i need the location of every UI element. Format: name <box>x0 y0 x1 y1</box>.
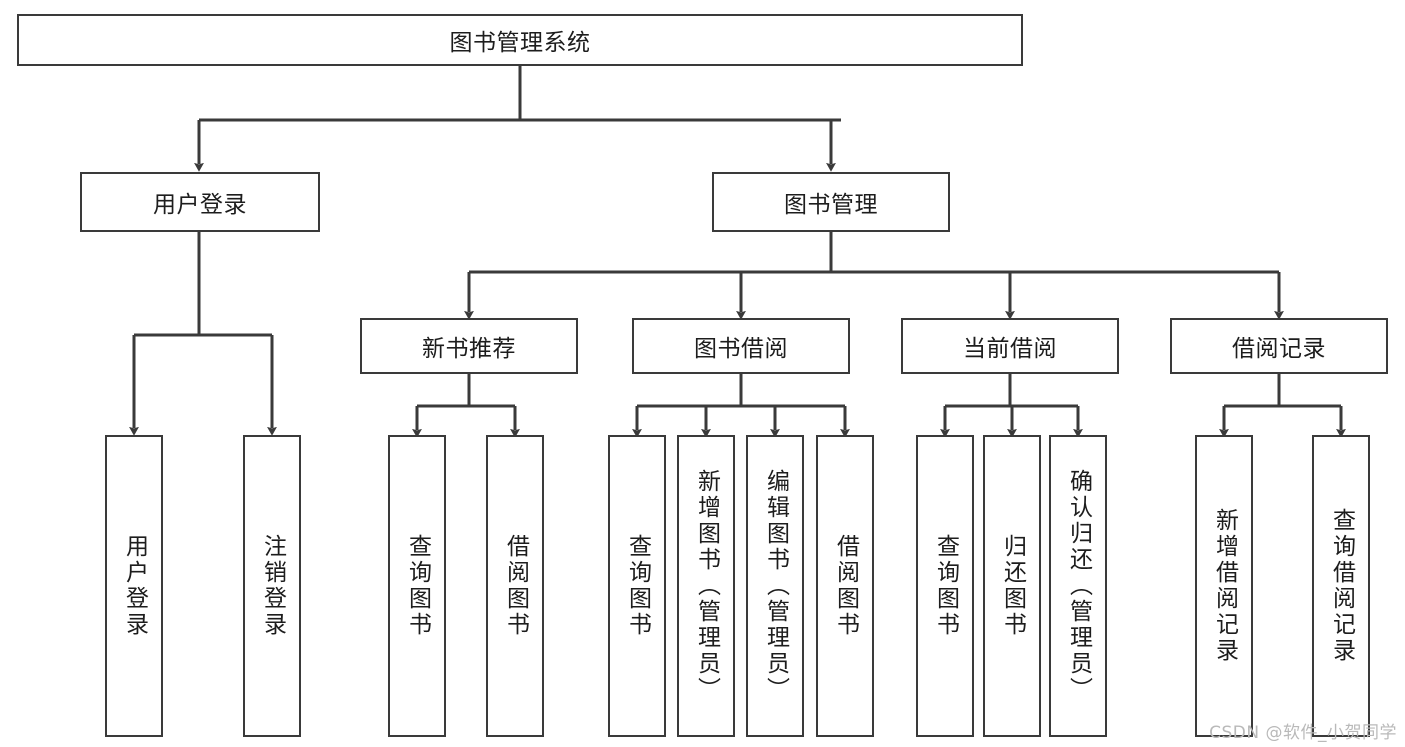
node-label: 用户登录 <box>121 534 148 638</box>
leaf-borrow-edit-book-admin[interactable]: 编辑图书（管理员） <box>746 435 804 737</box>
node-label: 查询图书 <box>624 534 651 638</box>
node-label: 归还图书 <box>999 534 1026 638</box>
node-book-borrow[interactable]: 图书借阅 <box>632 318 850 374</box>
leaf-current-return-book[interactable]: 归还图书 <box>983 435 1041 737</box>
node-label: 借阅图书 <box>832 534 859 638</box>
node-borrow-records[interactable]: 借阅记录 <box>1170 318 1388 374</box>
leaf-user-login-login[interactable]: 用户登录 <box>105 435 163 737</box>
leaf-borrow-borrow-book[interactable]: 借阅图书 <box>816 435 874 737</box>
leaf-records-add-record[interactable]: 新增借阅记录 <box>1195 435 1253 737</box>
node-label: 新增借阅记录 <box>1211 508 1238 664</box>
node-current-borrow[interactable]: 当前借阅 <box>901 318 1119 374</box>
node-label: 图书管理 <box>784 192 878 218</box>
node-label: 图书借阅 <box>694 336 788 362</box>
node-label: 借阅图书 <box>502 534 529 638</box>
node-book-management[interactable]: 图书管理 <box>712 172 950 232</box>
node-label: 新书推荐 <box>422 336 516 362</box>
node-label: 查询图书 <box>932 534 959 638</box>
leaf-borrow-query-book[interactable]: 查询图书 <box>608 435 666 737</box>
watermark-text: CSDN @软件_小贺同学 <box>1209 723 1397 743</box>
node-label: 借阅记录 <box>1232 336 1326 362</box>
node-root-book-management-system[interactable]: 图书管理系统 <box>17 14 1023 66</box>
leaf-user-login-logout[interactable]: 注销登录 <box>243 435 301 737</box>
node-label: 当前借阅 <box>963 336 1057 362</box>
leaf-borrow-add-book-admin[interactable]: 新增图书（管理员） <box>677 435 735 737</box>
node-label: 编辑图书（管理员） <box>762 469 789 703</box>
node-label: 查询借阅记录 <box>1328 508 1355 664</box>
node-label: 注销登录 <box>259 534 286 638</box>
node-new-book-recommend[interactable]: 新书推荐 <box>360 318 578 374</box>
leaf-current-query-book[interactable]: 查询图书 <box>916 435 974 737</box>
leaf-new-book-borrow[interactable]: 借阅图书 <box>486 435 544 737</box>
node-label: 用户登录 <box>153 192 247 218</box>
node-label: 图书管理系统 <box>449 30 591 56</box>
leaf-current-confirm-return-admin[interactable]: 确认归还（管理员） <box>1049 435 1107 737</box>
node-label: 确认归还（管理员） <box>1065 469 1092 703</box>
leaf-records-query-record[interactable]: 查询借阅记录 <box>1312 435 1370 737</box>
node-label: 新增图书（管理员） <box>693 469 720 703</box>
node-label: 查询图书 <box>404 534 431 638</box>
node-user-login[interactable]: 用户登录 <box>80 172 320 232</box>
leaf-new-book-query[interactable]: 查询图书 <box>388 435 446 737</box>
